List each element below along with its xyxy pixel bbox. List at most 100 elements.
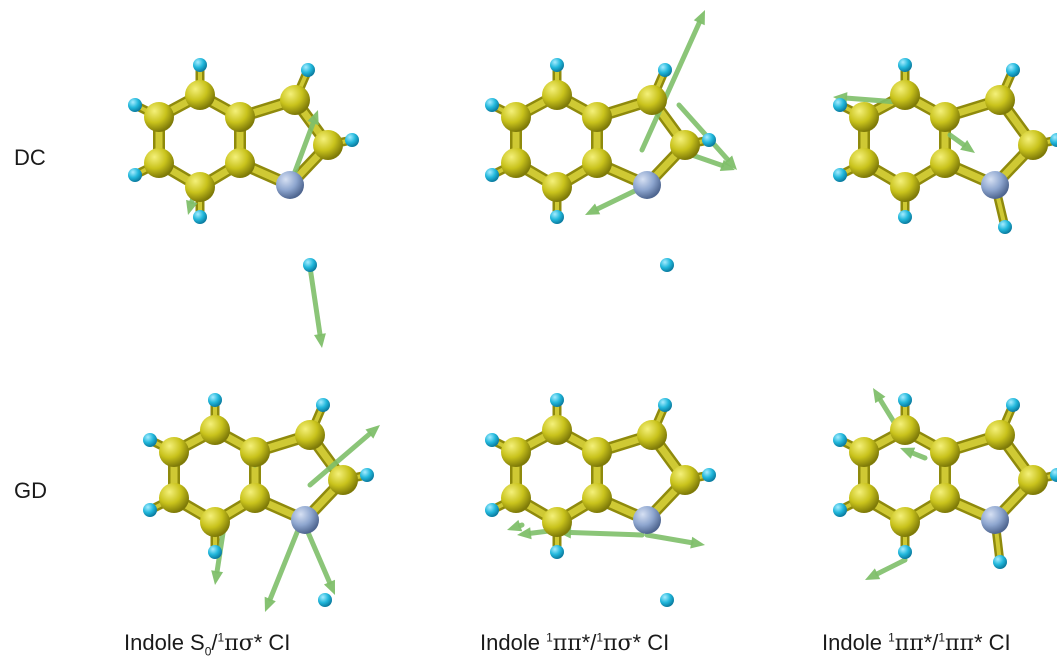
carbon-atom-dc-s0-C3 bbox=[225, 148, 255, 178]
caption-s0-pisigma: Indole S0/1πσ* CI bbox=[124, 630, 290, 658]
caption-superscript: 1 bbox=[546, 630, 553, 645]
carbon-atom-dc-pipi-pipi-C4 bbox=[890, 172, 920, 202]
vector-shaft-dc-pipi-pipi-1 bbox=[947, 132, 967, 148]
caption-superscript: 1 bbox=[888, 630, 895, 645]
caption-star: * bbox=[253, 630, 263, 655]
caption-prefix: Indole S bbox=[124, 630, 205, 655]
vector-shaft-dc-pipi-pisigma-2 bbox=[676, 102, 731, 163]
carbon-atom-dc-pipi-pipi-C5 bbox=[849, 148, 879, 178]
carbon-atom-gd-pipi-pisigma-C6 bbox=[501, 437, 531, 467]
carbon-atom-dc-s0-C7 bbox=[280, 85, 310, 115]
hydrogen-atom-gd-pipi-pisigma-HN bbox=[660, 593, 674, 607]
carbon-atom-dc-pipi-pipi-C3 bbox=[930, 148, 960, 178]
carbon-atom-dc-pipi-pipi-C1 bbox=[890, 80, 920, 110]
hydrogen-atom-dc-pipi-pisigma-H4 bbox=[550, 210, 564, 224]
vector-head-dc-pipi-pisigma-1 bbox=[585, 203, 601, 215]
caption-slash: / bbox=[211, 630, 218, 655]
caption-state: ππ bbox=[945, 631, 974, 656]
vector-shaft-gd-pipi-pipi-2 bbox=[910, 450, 928, 461]
vector-shaft-gd-s0-0 bbox=[307, 431, 372, 488]
vector-shaft-gd-pipi-pisigma-2 bbox=[517, 522, 525, 529]
hydrogen-atom-gd-pipi-pipi-H5 bbox=[833, 503, 847, 517]
vector-head-gd-pipi-pisigma-3 bbox=[517, 527, 532, 540]
carbon-atom-gd-pipi-pisigma-C5 bbox=[501, 483, 531, 513]
hydrogen-atom-dc-pipi-pisigma-HN bbox=[660, 258, 674, 272]
carbon-atom-dc-pipi-pisigma-C2 bbox=[582, 102, 612, 132]
hydrogen-atom-gd-s0-H1 bbox=[208, 393, 222, 407]
hydrogen-atom-dc-pipi-pipi-H4 bbox=[898, 210, 912, 224]
nitrogen-atom-dc-pipi-pisigma-N bbox=[633, 171, 661, 199]
caption-pipi-pisigma: Indole 1ππ*/1πσ* CI bbox=[480, 630, 669, 656]
hydrogen-atom-gd-pipi-pipi-H7 bbox=[1006, 398, 1020, 412]
vector-head-gd-s0-4 bbox=[211, 570, 224, 585]
hydrogen-atom-gd-pipi-pisigma-H1 bbox=[550, 393, 564, 407]
vector-shaft-gd-s0-2 bbox=[304, 527, 332, 585]
vector-head-gd-pipi-pisigma-1 bbox=[690, 536, 705, 549]
hydrogen-atom-gd-pipi-pipi-HN bbox=[993, 555, 1007, 569]
hydrogen-atom-dc-pipi-pisigma-H1 bbox=[550, 58, 564, 72]
caption-tail: CI bbox=[641, 630, 670, 655]
atom-layer bbox=[128, 58, 1057, 607]
hydrogen-atom-gd-pipi-pisigma-H5 bbox=[485, 503, 499, 517]
carbon-atom-gd-pipi-pipi-C1 bbox=[890, 415, 920, 445]
carbon-atom-dc-s0-C6 bbox=[144, 102, 174, 132]
hydrogen-atom-gd-s0-HN bbox=[318, 593, 332, 607]
carbon-atom-gd-pipi-pisigma-C7 bbox=[637, 420, 667, 450]
carbon-atom-dc-pipi-pisigma-C8 bbox=[670, 130, 700, 160]
hydrogen-atom-gd-pipi-pipi-H4 bbox=[898, 545, 912, 559]
hydrogen-atom-dc-pipi-pisigma-H8 bbox=[702, 133, 716, 147]
nitrogen-atom-gd-pipi-pisigma-N bbox=[633, 506, 661, 534]
row-label-dc: DC bbox=[14, 145, 46, 170]
caption-superscript: 1 bbox=[938, 630, 946, 645]
carbon-atom-dc-pipi-pisigma-C6 bbox=[501, 102, 531, 132]
carbon-atom-gd-pipi-pisigma-C8 bbox=[670, 465, 700, 495]
carbon-atom-dc-s0-C5 bbox=[144, 148, 174, 178]
vector-head-gd-pipi-pipi-2 bbox=[900, 447, 916, 459]
hydrogen-atom-gd-s0-H5 bbox=[143, 503, 157, 517]
hydrogen-atom-gd-pipi-pipi-H6 bbox=[833, 433, 847, 447]
hydrogen-atom-dc-pipi-pisigma-H6 bbox=[485, 98, 499, 112]
hydrogen-atom-gd-s0-H6 bbox=[143, 433, 157, 447]
hydrogen-atom-dc-pipi-pisigma-H7 bbox=[658, 63, 672, 77]
hydrogen-atom-gd-pipi-pisigma-H6 bbox=[485, 433, 499, 447]
hydrogen-atom-dc-pipi-pipi-H7 bbox=[1006, 63, 1020, 77]
hydrogen-atom-dc-pipi-pisigma-H5 bbox=[485, 168, 499, 182]
carbon-atom-dc-s0-C8 bbox=[313, 130, 343, 160]
carbon-atom-gd-pipi-pipi-C6 bbox=[849, 437, 879, 467]
carbon-atom-gd-pipi-pipi-C5 bbox=[849, 483, 879, 513]
hydrogen-atom-gd-s0-H4 bbox=[208, 545, 222, 559]
carbon-atom-dc-s0-C4 bbox=[185, 172, 215, 202]
vector-shaft-dc-s0-1 bbox=[307, 264, 323, 337]
hydrogen-atom-gd-pipi-pisigma-H8 bbox=[702, 468, 716, 482]
vector-head-gd-s0-0 bbox=[365, 425, 380, 439]
vector-head-gd-s0-1 bbox=[264, 596, 276, 612]
caption-state: ππ bbox=[552, 631, 582, 656]
carbon-atom-gd-s0-C7 bbox=[295, 420, 325, 450]
vector-head-dc-s0-0 bbox=[307, 110, 319, 126]
caption-superscript: 1 bbox=[596, 630, 604, 645]
carbon-atom-dc-pipi-pipi-C2 bbox=[930, 102, 960, 132]
carbon-atom-gd-s0-C2 bbox=[240, 437, 270, 467]
vector-head-gd-pipi-pipi-1 bbox=[865, 568, 881, 580]
vector-shaft-dc-pipi-pisigma-3 bbox=[689, 152, 725, 168]
vector-head-dc-s0-2 bbox=[186, 199, 198, 215]
vector-shaft-dc-pipi-pisigma-0 bbox=[639, 20, 702, 153]
hydrogen-atom-gd-pipi-pisigma-H7 bbox=[658, 398, 672, 412]
caption-prefix: Indole bbox=[822, 630, 889, 655]
caption-tail: CI bbox=[982, 630, 1011, 655]
carbon-atom-gd-s0-C5 bbox=[159, 483, 189, 513]
carbon-atom-dc-pipi-pipi-C6 bbox=[849, 102, 879, 132]
hydrogen-atom-dc-pipi-pipi-H6 bbox=[833, 98, 847, 112]
caption-state: πσ bbox=[603, 631, 633, 656]
vector-shaft-gd-pipi-pisigma-1 bbox=[644, 532, 694, 546]
hydrogen-atom-dc-s0-H8 bbox=[345, 133, 359, 147]
nitrogen-atom-gd-s0-N bbox=[291, 506, 319, 534]
caption-slash: / bbox=[590, 630, 597, 655]
hydrogen-atom-dc-s0-H4 bbox=[193, 210, 207, 224]
hydrogen-atom-gd-pipi-pipi-H8 bbox=[1050, 468, 1057, 482]
caption-pipi-pipi: Indole 1ππ*/1ππ* CI bbox=[822, 630, 1011, 656]
vector-head-dc-pipi-pisigma-2 bbox=[723, 155, 737, 170]
nitrogen-atom-gd-pipi-pipi-N bbox=[981, 506, 1009, 534]
caption-superscript: 1 bbox=[217, 630, 225, 645]
